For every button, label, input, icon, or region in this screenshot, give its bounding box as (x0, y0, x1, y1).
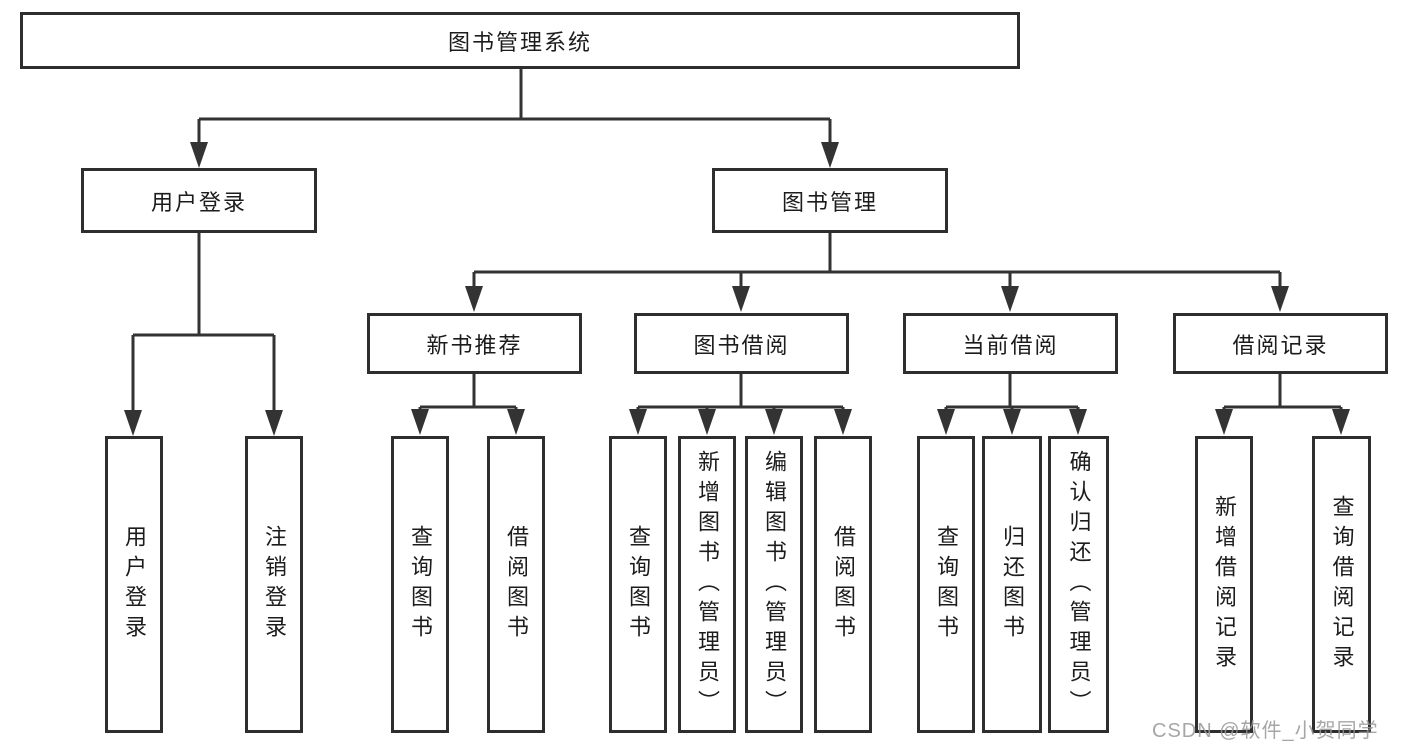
csdn-watermark: CSDN @软件_小贺同学 (1152, 720, 1379, 742)
node-system-root: 图书管理系统 (20, 12, 1020, 69)
leaf-confirm-return-admin-label: 确认归还（管理员） (1066, 449, 1092, 720)
leaf-current-query-books-label: 查询图书 (934, 524, 959, 645)
leaf-borrow-query-books-label: 查询图书 (626, 524, 651, 645)
leaf-newbook-query-books-label: 查询图书 (408, 524, 433, 645)
node-new-book-recommend-label: 新书推荐 (426, 332, 523, 358)
edge-root-to-level2 (190, 69, 839, 168)
edge-book-mgmt-to-level3 (465, 233, 1289, 312)
node-user-login: 用户登录 (81, 168, 317, 233)
leaf-return-books-label: 归还图书 (1000, 524, 1025, 645)
edge-new-book-to-leaves (411, 374, 525, 435)
leaf-confirm-return-admin: 确认归还（管理员） (1048, 436, 1109, 733)
node-book-borrow-label: 图书借阅 (693, 332, 790, 358)
leaf-borrow-borrow-books: 借阅图书 (814, 436, 872, 733)
leaf-current-query-books: 查询图书 (917, 436, 975, 733)
leaf-edit-book-admin-label: 编辑图书（管理员） (762, 449, 787, 720)
edge-current-borrow-to-leaves (937, 374, 1087, 435)
node-user-login-label: 用户登录 (150, 189, 247, 215)
node-book-borrow: 图书借阅 (634, 313, 849, 374)
leaf-add-book-admin-label: 新增图书（管理员） (695, 449, 720, 720)
node-current-borrow: 当前借阅 (903, 313, 1118, 374)
node-system-root-label: 图书管理系统 (447, 29, 592, 55)
leaf-add-book-admin: 新增图书（管理员） (678, 436, 736, 733)
edge-user-login-to-leaves (124, 233, 283, 436)
leaf-borrow-query-books: 查询图书 (609, 436, 667, 733)
leaf-add-borrow-record: 新增借阅记录 (1195, 436, 1253, 733)
leaf-return-books: 归还图书 (982, 436, 1042, 733)
node-book-management-label: 图书管理 (781, 189, 878, 215)
leaf-query-borrow-record: 查询借阅记录 (1312, 436, 1371, 733)
edge-book-borrow-to-leaves (629, 374, 852, 435)
leaf-newbook-borrow-books: 借阅图书 (487, 436, 545, 733)
leaf-add-borrow-record-label: 新增借阅记录 (1212, 494, 1237, 675)
leaf-newbook-borrow-books-label: 借阅图书 (504, 524, 529, 645)
node-new-book-recommend: 新书推荐 (367, 313, 582, 374)
node-current-borrow-label: 当前借阅 (962, 332, 1059, 358)
leaf-logout: 注销登录 (245, 436, 303, 733)
node-borrow-record-label: 借阅记录 (1232, 332, 1329, 358)
leaf-edit-book-admin: 编辑图书（管理员） (745, 436, 803, 733)
node-book-management: 图书管理 (712, 168, 948, 233)
node-borrow-record: 借阅记录 (1173, 313, 1388, 374)
leaf-logout-label: 注销登录 (262, 524, 287, 645)
edge-borrow-record-to-leaves (1215, 374, 1350, 435)
leaf-borrow-borrow-books-label: 借阅图书 (831, 524, 856, 645)
leaf-query-borrow-record-label: 查询借阅记录 (1329, 494, 1355, 675)
leaf-newbook-query-books: 查询图书 (391, 436, 449, 733)
leaf-user-login-label: 用户登录 (122, 524, 147, 645)
leaf-user-login: 用户登录 (105, 436, 163, 733)
